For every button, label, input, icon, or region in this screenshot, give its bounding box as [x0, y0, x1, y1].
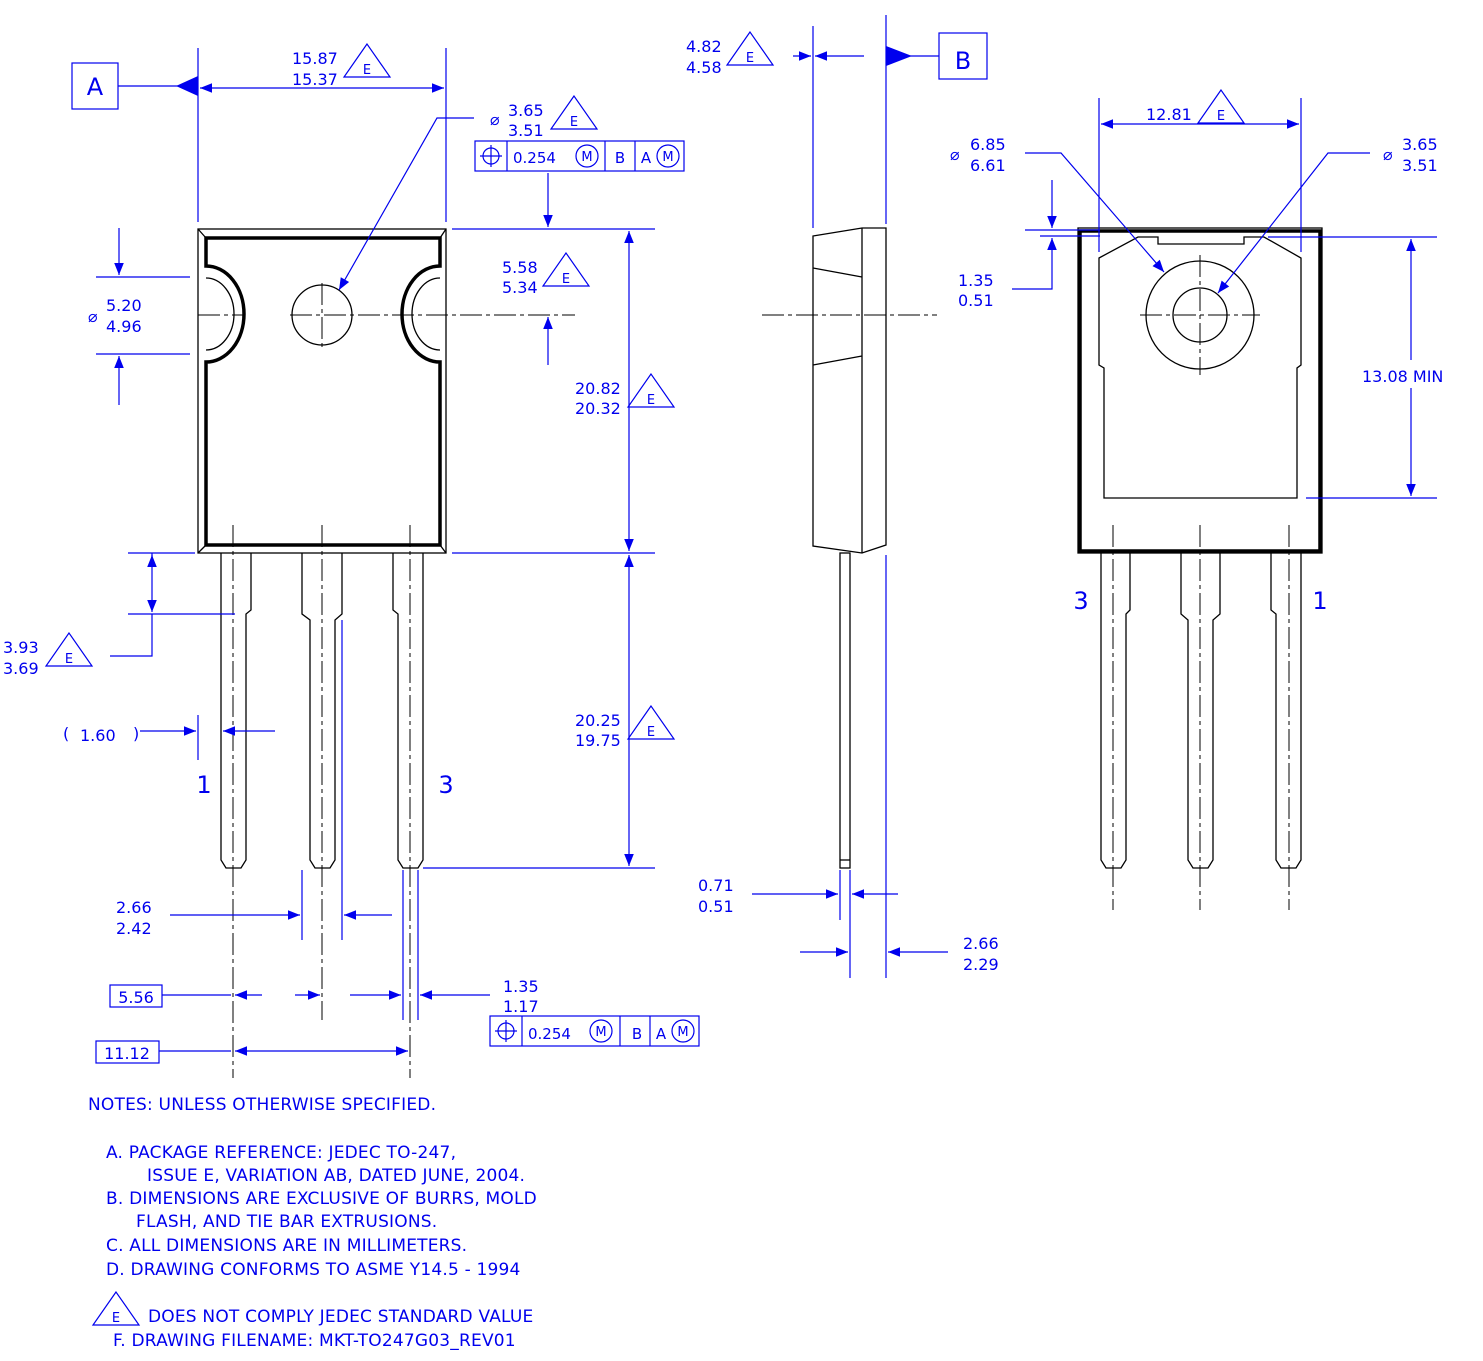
front-dimensions: A 15.87 15.37 E ⌀ 3.65 3.51 E 0.254 M — [3, 43, 700, 1064]
front-pitch-box — [109, 984, 163, 1008]
fcf-bottom: 0.254 M B A M — [489, 1015, 700, 1047]
front-pitch: 5.56 — [118, 988, 154, 1007]
note-b-line1: B. DIMENSIONS ARE EXCLUSIVE OF BURRS, MO… — [106, 1189, 537, 1209]
note-a-line1: A. PACKAGE REFERENCE: JEDEC TO-247, — [106, 1143, 456, 1163]
back-body-inner — [1078, 229, 1322, 553]
front-ref-width: 1.60 — [80, 726, 116, 745]
back-hole-dia-symbol: ⌀ — [1383, 145, 1393, 164]
svg-text:E: E — [746, 51, 754, 66]
note-c: C. ALL DIMENSIONS ARE IN MILLIMETERS. — [106, 1236, 467, 1256]
front-ref-paren-left: ( — [63, 724, 69, 743]
side-thickness-max: 4.82 — [686, 37, 722, 56]
svg-text:M: M — [581, 150, 592, 165]
fcf-top-ref-a: A — [641, 149, 652, 167]
svg-text:E: E — [647, 393, 655, 408]
fcf-bottom-ref-a: A — [656, 1025, 667, 1043]
front-hole-dia-min: 3.51 — [508, 121, 544, 140]
back-pin-1: 1 — [1312, 587, 1327, 615]
front-lead-tip-min: 1.17 — [503, 997, 539, 1016]
side-tab-thk-min: 2.29 — [963, 955, 999, 974]
datum-b-label: B — [955, 47, 971, 75]
side-tab-thk-max: 2.66 — [963, 934, 999, 953]
side-body — [812, 227, 887, 554]
svg-text:M: M — [662, 150, 673, 165]
front-pin-3: 3 — [438, 771, 453, 799]
front-span: 11.12 — [104, 1044, 150, 1063]
svg-text:M: M — [595, 1025, 606, 1040]
front-lead-width-max: 2.66 — [116, 898, 152, 917]
note-e: DOES NOT COMPLY JEDEC STANDARD VALUE — [148, 1307, 533, 1327]
fcf-bottom-ref-b: B — [632, 1025, 642, 1043]
front-hole-offset-min: 5.34 — [502, 278, 538, 297]
front-lead-length-min: 19.75 — [575, 731, 621, 750]
front-lead-tip-max: 1.35 — [503, 977, 539, 996]
fcf-top-tolerance: 0.254 — [513, 149, 556, 167]
front-lead-length-max: 20.25 — [575, 711, 621, 730]
note-b-line2: FLASH, AND TIE BAR EXTRUSIONS. — [136, 1212, 437, 1232]
svg-text:E: E — [1217, 109, 1225, 124]
front-hole-offset-max: 5.58 — [502, 258, 538, 277]
side-lead-thk-max: 0.71 — [698, 876, 734, 895]
note-d: D. DRAWING CONFORMS TO ASME Y14.5 - 1994 — [106, 1260, 521, 1280]
front-hole-dia-symbol: ⌀ — [490, 110, 500, 129]
front-width-min: 15.37 — [292, 70, 338, 89]
svg-text:E: E — [562, 272, 570, 287]
svg-text:E: E — [112, 1311, 120, 1326]
back-hole-dia-min: 3.51 — [1402, 156, 1438, 175]
svg-text:E: E — [570, 115, 578, 130]
back-ring-dia-min: 6.61 — [970, 156, 1006, 175]
back-ring-dia-max: 6.85 — [970, 135, 1006, 154]
svg-text:E: E — [647, 725, 655, 740]
side-thickness-min: 4.58 — [686, 58, 722, 77]
side-view — [762, 227, 937, 869]
side-dimensions: B 4.82 4.58 E 0.71 0.51 2.66 2.29 — [686, 15, 999, 978]
svg-text:E: E — [363, 63, 371, 78]
front-pin-1: 1 — [196, 771, 211, 799]
note-f: F. DRAWING FILENAME: MKT-TO247G03_REV01 — [113, 1331, 516, 1351]
front-lead-width-min: 2.42 — [116, 919, 152, 938]
back-pad-height: 13.08 MIN — [1362, 367, 1443, 386]
front-leads — [220, 525, 424, 1078]
front-notch-dia-max: 5.20 — [106, 296, 142, 315]
back-pad-width: 12.81 — [1146, 105, 1192, 124]
front-lead-shoulder-min: 3.69 — [3, 659, 39, 678]
front-notch-dia-symbol: ⌀ — [88, 307, 98, 326]
front-body-inner — [204, 236, 442, 547]
back-step-min: 0.51 — [958, 291, 994, 310]
side-lead-thk-min: 0.51 — [698, 897, 734, 916]
front-view — [197, 228, 575, 1078]
fcf-top: 0.254 M B A M — [474, 140, 685, 172]
back-ring-dia-symbol: ⌀ — [950, 145, 960, 164]
notes-block: NOTES: UNLESS OTHERWISE SPECIFIED. A. PA… — [88, 1095, 537, 1351]
side-lead — [839, 552, 851, 869]
front-lead-shoulder-max: 3.93 — [3, 638, 39, 657]
back-pin-3: 3 — [1073, 587, 1088, 615]
back-heat-pad — [1098, 236, 1302, 499]
front-ref-paren-right: ) — [133, 724, 139, 743]
front-span-box — [95, 1040, 160, 1064]
datum-b-frame — [938, 32, 988, 80]
fcf-bottom-tolerance: 0.254 — [528, 1025, 571, 1043]
datum-a-label: A — [87, 73, 104, 101]
front-body-outline — [197, 228, 447, 554]
back-leads — [1100, 525, 1302, 910]
back-dimensions: 12.81 E ⌀ 6.85 6.61 ⌀ 3.65 3.51 1.35 0.5… — [950, 89, 1464, 615]
front-body-height-min: 20.32 — [575, 399, 621, 418]
fcf-top-ref-b: B — [615, 149, 625, 167]
svg-text:E: E — [65, 652, 73, 667]
svg-text:M: M — [677, 1025, 688, 1040]
front-notch-dia-min: 4.96 — [106, 317, 142, 336]
front-width-max: 15.87 — [292, 49, 338, 68]
front-hole-dia-max: 3.65 — [508, 101, 544, 120]
back-hole-dia-max: 3.65 — [1402, 135, 1438, 154]
note-a-line2: ISSUE E, VARIATION AB, DATED JUNE, 2004. — [147, 1166, 525, 1186]
back-step-max: 1.35 — [958, 271, 994, 290]
notes-heading: NOTES: UNLESS OTHERWISE SPECIFIED. — [88, 1095, 436, 1115]
front-body-height-max: 20.82 — [575, 379, 621, 398]
back-view — [1077, 227, 1323, 910]
